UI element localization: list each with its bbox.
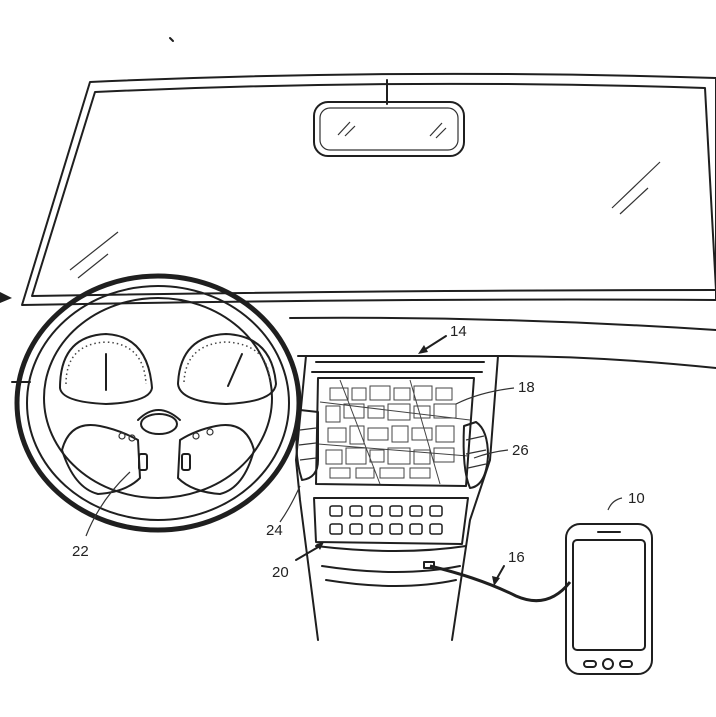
label-cable: 16 bbox=[508, 549, 525, 566]
label-nav-display: 18 bbox=[518, 379, 535, 396]
rearview-mirror-icon bbox=[313, 79, 465, 157]
phone-icon bbox=[565, 523, 653, 675]
cable-icon bbox=[429, 564, 572, 603]
keypad-icon bbox=[313, 497, 469, 545]
map-display-icon bbox=[315, 377, 475, 487]
vent-icon bbox=[295, 409, 489, 489]
steering-wheel-icon bbox=[14, 273, 302, 533]
label-steering-controls: 22 bbox=[72, 543, 89, 560]
label-right-vent: 26 bbox=[512, 442, 529, 459]
label-dashboard: 14 bbox=[450, 323, 467, 340]
stray-mark bbox=[169, 37, 174, 42]
label-keypad: 20 bbox=[272, 564, 289, 581]
gauge-icon bbox=[59, 333, 277, 405]
center-stack bbox=[295, 355, 499, 641]
leader-lines bbox=[85, 335, 623, 586]
label-left-vent: 24 bbox=[266, 522, 283, 539]
usb-port-icon bbox=[423, 561, 435, 569]
pointer-arrow-icon bbox=[0, 292, 12, 303]
label-phone: 10 bbox=[628, 490, 645, 507]
